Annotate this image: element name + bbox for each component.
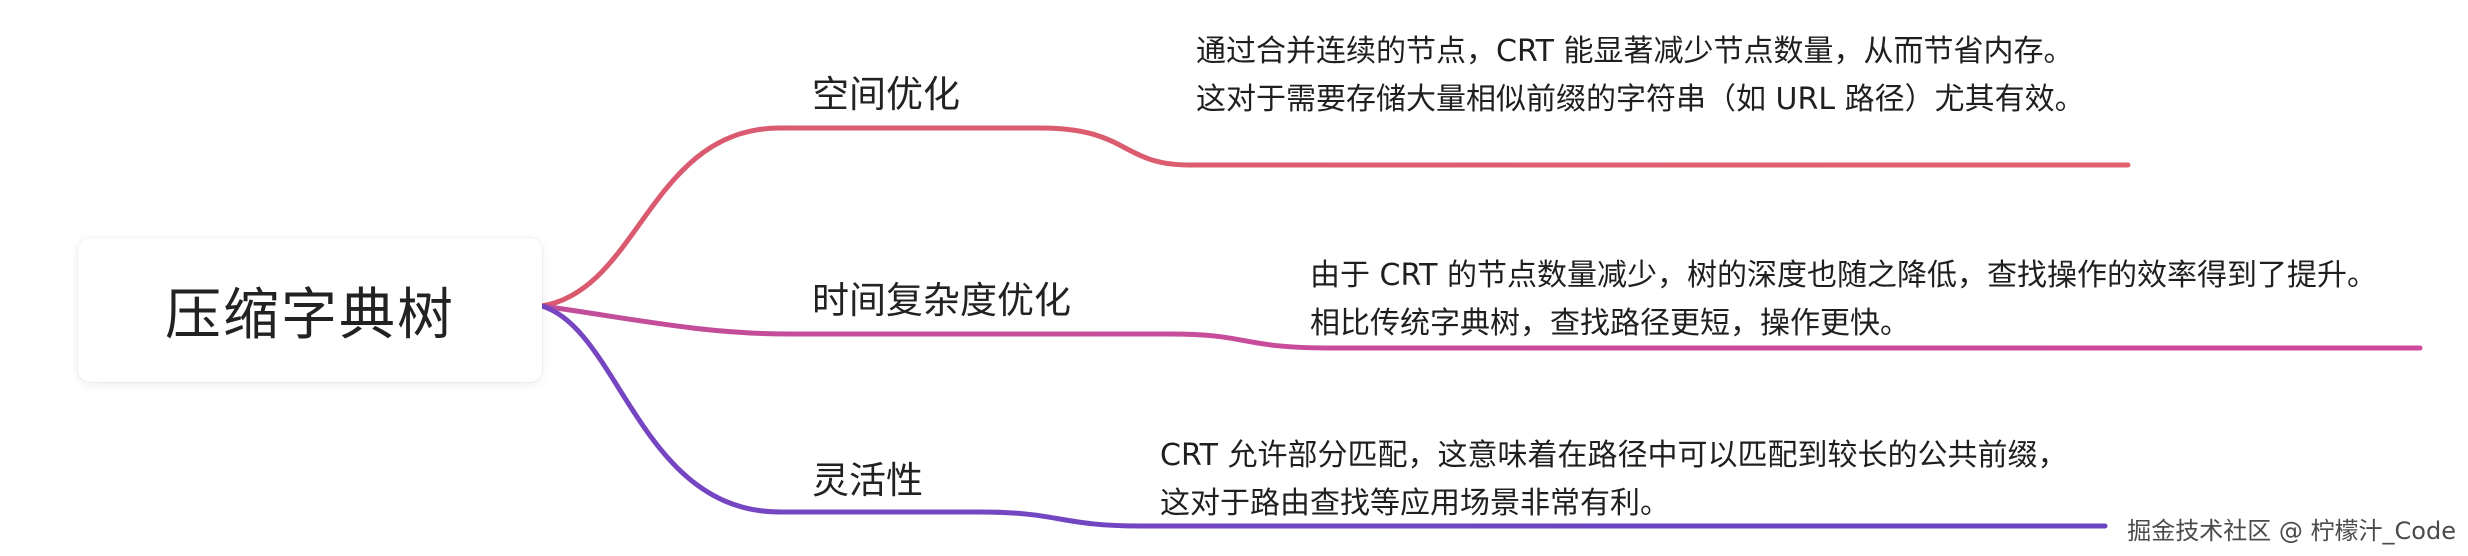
branch-title-flexibility[interactable]: 灵活性: [812, 459, 923, 502]
watermark: 掘金技术社区 @ 柠檬汁_Code: [2127, 517, 2456, 545]
description-line: 由于 CRT 的节点数量减少，树的深度也随之降低，查找操作的效率得到了提升。: [1310, 258, 2378, 293]
description-line: 这对于需要存储大量相似前缀的字符串（如 URL 路径）尤其有效。: [1196, 82, 2085, 117]
description-line: CRT 允许部分匹配，这意味着在路径中可以匹配到较长的公共前缀，: [1160, 438, 2068, 473]
branch-title-time[interactable]: 时间复杂度优化: [812, 279, 1071, 322]
root-node-label: 压缩字典树: [165, 282, 455, 348]
branch-title-space[interactable]: 空间优化: [812, 73, 960, 116]
branch-description-space: 通过合并连续的节点，CRT 能显著减少节点数量，从而节省内存。 这对于需要存储大…: [1196, 28, 2085, 124]
connector-space-optimization: [539, 125, 2131, 309]
branch-description-time: 由于 CRT 的节点数量减少，树的深度也随之降低，查找操作的效率得到了提升。 相…: [1310, 252, 2377, 348]
root-node[interactable]: 压缩字典树: [78, 238, 542, 382]
connector-time-optimization: [539, 303, 2423, 351]
description-line: 这对于路由查找等应用场景非常有利。: [1160, 486, 1670, 521]
description-line: 相比传统字典树，查找路径更短，操作更快。: [1310, 306, 1910, 341]
description-line: 通过合并连续的节点，CRT 能显著减少节点数量，从而节省内存。: [1196, 34, 2074, 69]
branch-description-flexibility: CRT 允许部分匹配，这意味着在路径中可以匹配到较长的公共前缀， 这对于路由查找…: [1160, 432, 2067, 528]
connector-flexibility: [539, 303, 2108, 529]
